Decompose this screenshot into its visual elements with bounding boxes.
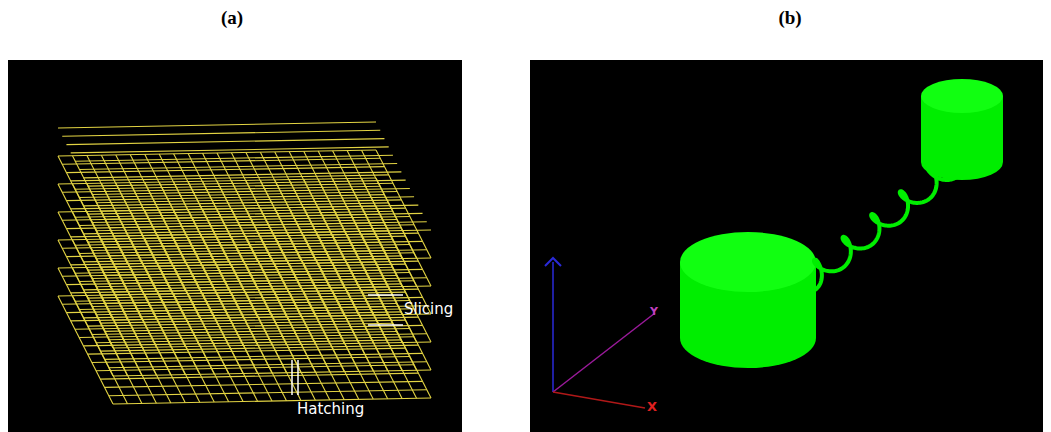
panel-background — [530, 60, 1043, 432]
scan-line — [246, 292, 301, 400]
cylinder — [680, 232, 816, 368]
scan-line — [376, 234, 431, 342]
z-axis — [552, 262, 554, 392]
scan-line — [58, 122, 376, 128]
axis-label: Y — [650, 306, 658, 317]
slice-marker — [368, 324, 403, 326]
scan-line — [72, 296, 127, 404]
scan-line — [376, 206, 431, 314]
scan-line — [87, 295, 142, 403]
scan-line — [376, 178, 431, 286]
annotation-label: Hatching — [297, 402, 364, 417]
scan-line — [71, 147, 389, 153]
scan-line — [101, 295, 156, 403]
scan-line — [318, 291, 373, 399]
scan-line — [58, 296, 113, 404]
scan-line — [275, 292, 330, 400]
scan-line — [333, 291, 388, 399]
axes — [545, 258, 655, 408]
scan-line — [304, 291, 359, 399]
slice-marker — [368, 294, 403, 296]
cylinder-top — [680, 232, 816, 292]
axis-arrow — [545, 258, 561, 266]
scan-line — [130, 295, 185, 403]
scan-line — [260, 292, 315, 400]
panel-label: (a) — [221, 8, 243, 27]
cylinder — [921, 79, 1003, 180]
hatch-marker — [297, 360, 299, 395]
layer-grid — [58, 122, 431, 404]
x-axis — [553, 392, 645, 408]
hatch-marker — [291, 360, 293, 395]
scan-line — [347, 291, 402, 399]
scan-line — [62, 130, 380, 136]
annotation-label: Slicing — [404, 302, 453, 317]
scan-line — [174, 294, 229, 402]
scan-line — [159, 294, 214, 402]
helix-spring — [814, 168, 958, 290]
cylinder-top — [921, 79, 1003, 113]
panel-label: (b) — [778, 8, 801, 27]
scan-line — [289, 292, 344, 400]
scan-line — [145, 294, 200, 402]
scan-line — [203, 293, 258, 401]
panel-background — [8, 60, 462, 432]
scan-line — [376, 150, 431, 258]
scan-line — [116, 295, 171, 403]
dimension-markers — [292, 295, 403, 395]
y-axis — [553, 313, 655, 392]
scan-line — [217, 293, 272, 401]
scan-line — [66, 139, 384, 145]
scan-line — [231, 293, 286, 401]
axis-label: X — [647, 400, 657, 413]
scan-line — [188, 294, 243, 402]
